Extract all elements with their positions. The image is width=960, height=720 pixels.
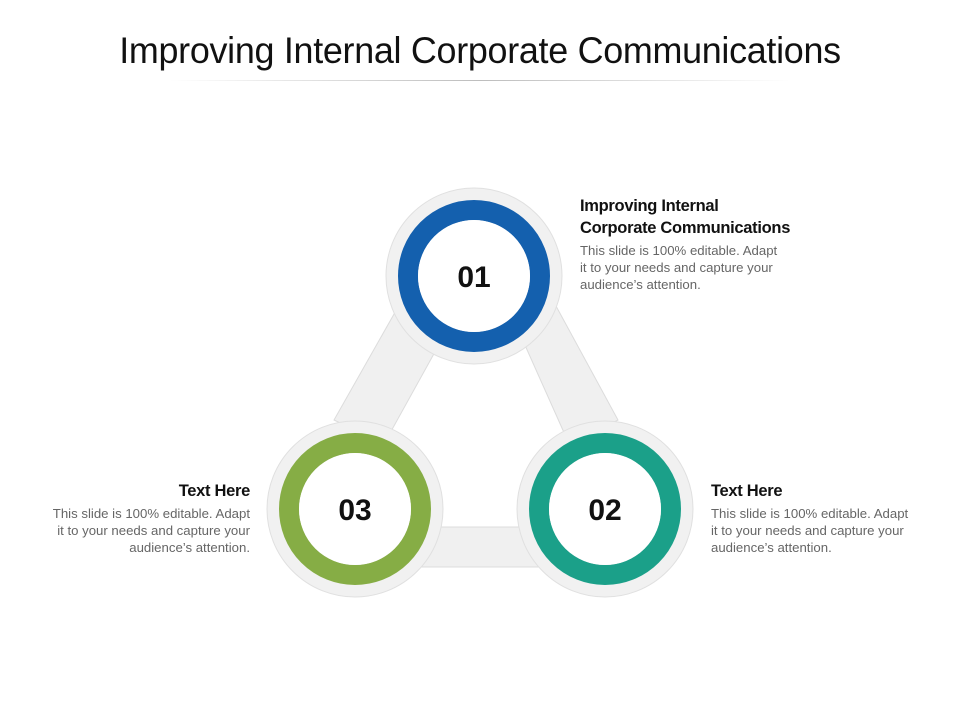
- step-02-description: This slide is 100% editable. Adapt it to…: [711, 505, 960, 556]
- step-02-body-line3: audience’s attention.: [711, 540, 832, 555]
- step-01-number: 01: [457, 261, 490, 294]
- step-02-body-line1: This slide is 100% editable. Adapt: [711, 506, 909, 521]
- step-02-number: 02: [588, 494, 621, 527]
- title-divider: [170, 80, 790, 81]
- step-03-description: This slide is 100% editable. Adapt it to…: [0, 505, 250, 556]
- step-03-body-line2: it to your needs and capture your: [57, 523, 250, 538]
- step-03-heading: Text Here: [178, 482, 251, 500]
- step-03-number: 03: [338, 494, 371, 527]
- step-01-description: This slide is 100% editable. Adapt it to…: [580, 242, 830, 293]
- step-02-node: 02: [516, 420, 694, 598]
- step-01-body-line2: it to your needs and capture your: [580, 260, 773, 275]
- step-02-body-line2: it to your needs and capture your: [711, 523, 904, 538]
- step-03-body-line1: This slide is 100% editable. Adapt: [52, 506, 250, 521]
- step-03-node: 03: [266, 420, 444, 598]
- step-01-heading-line1: Improving Internal: [580, 197, 719, 215]
- slide-title: Improving Internal Corporate Communicati…: [119, 30, 841, 71]
- step-03-body-line3: audience’s attention.: [129, 540, 250, 555]
- step-01-heading: Improving Internal Corporate Communicati…: [580, 195, 830, 239]
- step-01-text-block: Improving Internal Corporate Communicati…: [580, 195, 830, 293]
- step-03-text-block: Text Here This slide is 100% editable. A…: [0, 480, 251, 556]
- step-01-node: 01: [385, 187, 563, 365]
- step-02-text-block: Text Here This slide is 100% editable. A…: [711, 480, 960, 556]
- step-01-body-line1: This slide is 100% editable. Adapt: [580, 243, 778, 258]
- step-02-heading: Text Here: [711, 482, 783, 500]
- step-01-body-line3: audience’s attention.: [580, 277, 701, 292]
- step-01-heading-line2: Corporate Communications: [580, 219, 791, 237]
